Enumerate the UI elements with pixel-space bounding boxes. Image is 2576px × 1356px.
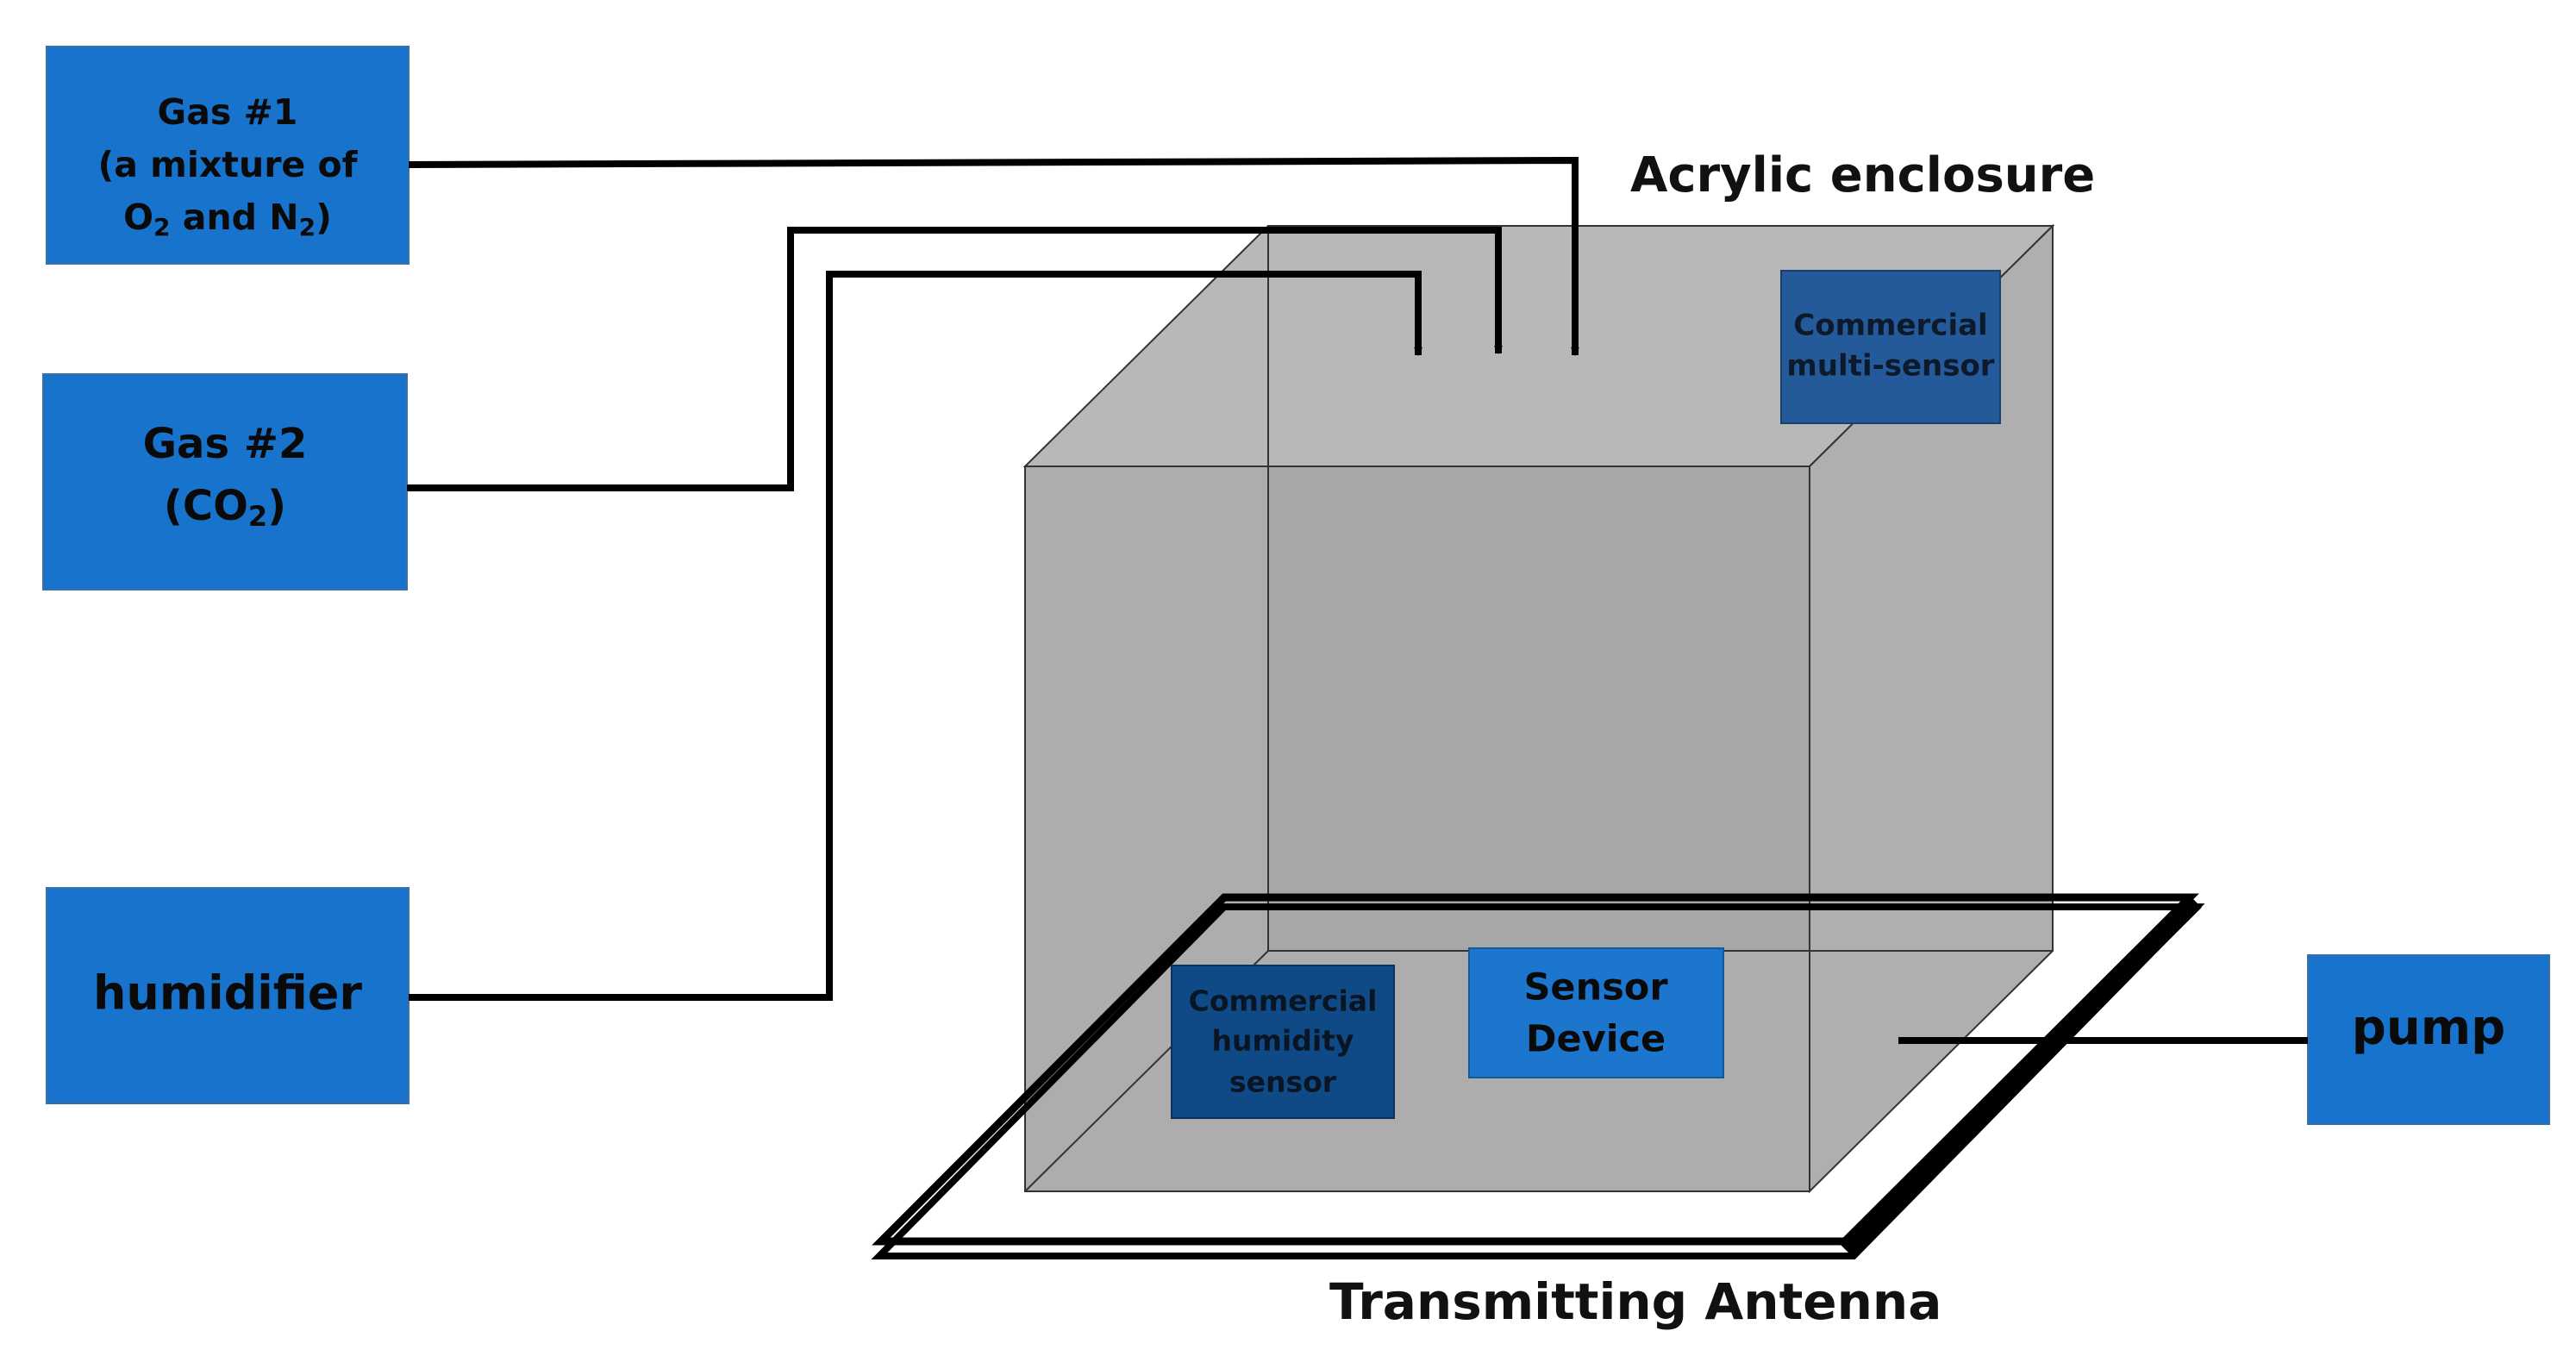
commercial-humidity-sensor: Commercial humidity sensor [1171,965,1395,1119]
gas2-label-line2: (CO2) [164,482,286,533]
gas1-label-line1: Gas #1 [158,91,298,133]
transmitting-antenna [871,893,2205,1259]
commercial-multi-sensor: Commercial multi-sensor [1780,270,2001,424]
humidifier-box-rect [46,887,410,1104]
gas2-box: Gas #2 (CO2) [42,373,408,591]
humidity-sensor-label-line3: sensor [1229,1065,1337,1099]
sensor-device: Sensor Device [1468,947,1724,1078]
gas2-line [407,227,1503,491]
gas1-and-n: and N [171,197,299,238]
transmitting-antenna-label: Transmitting Antenna [1329,1272,1941,1331]
humidity-sensor-label-line1: Commercial [1189,984,1378,1018]
multi-sensor-label-line1: Commercial [1793,309,1987,343]
gas2-label-line1: Gas #2 [143,420,308,468]
multi-sensor-label-line2: multi-sensor [1786,349,1994,384]
gas1-o: O [123,197,153,238]
multi-sensor-rect [1780,270,2001,424]
humidity-sensor-rect [1171,965,1395,1119]
gas1-close-paren: ) [316,197,332,238]
sensor-device-label-line1: Sensor [1523,966,1668,1009]
humidifier-box: humidifier [46,887,410,1104]
sensor-device-rect [1468,947,1724,1078]
humidifier-line [409,271,1422,1001]
gas1-o-sub: 2 [153,213,170,241]
gas1-label-line3: O2 and N2) [123,197,332,241]
gas1-line [408,156,1579,356]
pump-box: pump [2307,954,2550,1125]
gas-lines [407,156,2308,1044]
pump-label: pump [2352,1000,2505,1056]
gas1-box-rect [46,46,410,265]
gas1-label-line2: (a mixture of [98,144,359,185]
gas2-co-sub: 2 [248,500,267,533]
enclosure-front-face [1024,466,1810,1192]
humidifier-label: humidifier [93,966,362,1021]
antenna-frame-thick-edge [1838,894,2202,1256]
pump-box-rect [2307,954,2550,1125]
gas2-close-paren: ) [267,482,286,530]
gas1-n-sub: 2 [299,213,316,241]
gas1-box: Gas #1 (a mixture of O2 and N2) [46,46,410,265]
humidity-sensor-label-line2: humidity [1212,1024,1354,1058]
sensor-device-label-line2: Device [1526,1018,1666,1061]
gas2-box-rect [42,373,408,591]
acrylic-enclosure-label: Acrylic enclosure [1630,147,2095,203]
gas2-co: (CO [164,482,248,530]
